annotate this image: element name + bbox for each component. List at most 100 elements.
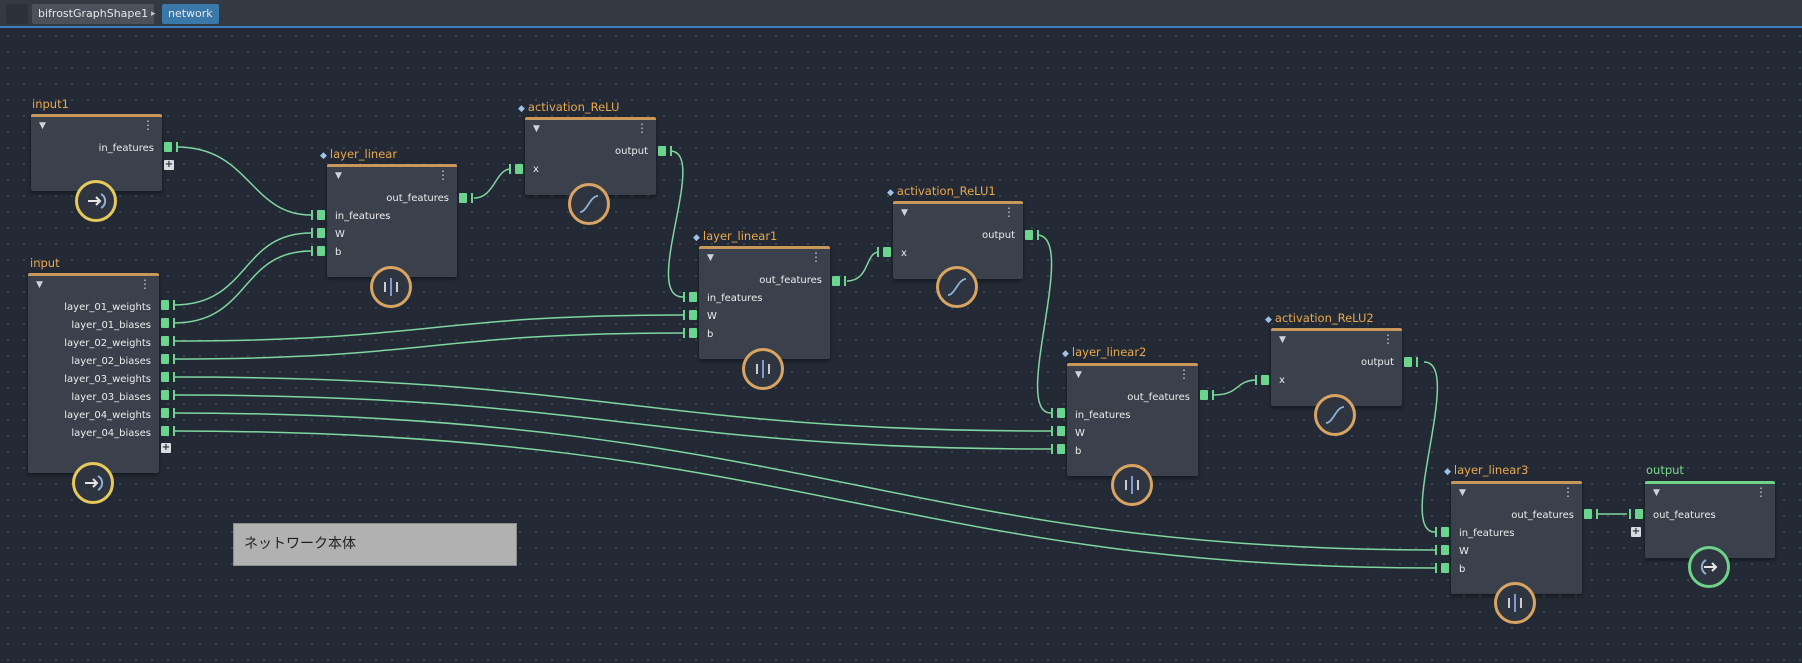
node-icon-activation_ReLU1 [936, 266, 978, 308]
output-port[interactable] [161, 336, 175, 346]
node-icon-layer_linear3 [1494, 582, 1536, 624]
port-label-in_features: in_features [1459, 528, 1515, 539]
port-label-out_features: out_features [386, 193, 449, 204]
collapse-triangle-icon[interactable]: ▼ [901, 208, 908, 218]
node-layer_linear2[interactable]: ▼ ⋮ out_features in_features W b [1067, 363, 1198, 476]
collapse-triangle-icon[interactable]: ▼ [533, 124, 540, 134]
kebab-menu-icon[interactable]: ⋮ [1382, 332, 1394, 346]
node-input1[interactable]: ▼ ⋮ in_features [31, 114, 162, 191]
breadcrumb-home-tab[interactable] [6, 4, 28, 24]
node-icon-layer_linear1 [742, 348, 784, 390]
input-port[interactable] [1435, 563, 1449, 573]
collapse-triangle-icon[interactable]: ▼ [335, 171, 342, 181]
node-layer_linear[interactable]: ▼ ⋮ out_features in_features W b [327, 164, 457, 277]
kebab-menu-icon[interactable]: ⋮ [437, 168, 449, 182]
breadcrumb-item-graph[interactable]: bifrostGraphShape1 [32, 4, 155, 24]
pin-icon: ◆ [1444, 467, 1451, 477]
node-title-text: layer_linear [329, 147, 398, 161]
input-port[interactable] [1051, 426, 1065, 436]
output-port-in_features[interactable] [164, 142, 178, 152]
bars-icon [1508, 594, 1522, 612]
output-port[interactable] [161, 426, 175, 436]
input-port[interactable] [1051, 408, 1065, 418]
port-label-layer_03_biases: layer_03_biases [71, 392, 151, 403]
input-port[interactable] [683, 328, 697, 338]
input-port[interactable] [509, 164, 523, 174]
arrow-right-icon [85, 475, 104, 491]
output-port[interactable] [161, 372, 175, 382]
node-input[interactable]: ▼ ⋮ layer_01_weights layer_01_biases lay… [28, 273, 159, 473]
kebab-menu-icon[interactable]: ⋮ [1178, 367, 1190, 381]
node-title-activation_ReLU: ◆activation_ReLU [518, 100, 619, 114]
port-label-layer_02_weights: layer_02_weights [64, 338, 151, 349]
output-port[interactable] [161, 318, 175, 328]
add-port-icon[interactable]: + [161, 442, 171, 453]
node-icon-input1 [75, 180, 117, 222]
kebab-menu-icon[interactable]: ⋮ [810, 250, 822, 264]
kebab-menu-icon[interactable]: ⋮ [1562, 485, 1574, 499]
input-port[interactable] [311, 246, 325, 256]
output-port[interactable] [658, 146, 672, 156]
kebab-menu-icon[interactable]: ⋮ [142, 118, 154, 132]
output-port[interactable] [161, 300, 175, 310]
node-activation_ReLU[interactable]: ▼ ⋮ output x [525, 117, 656, 195]
input-port[interactable] [683, 292, 697, 302]
output-port[interactable] [161, 354, 175, 364]
input-port[interactable] [311, 210, 325, 220]
collapse-triangle-icon[interactable]: ▼ [1459, 488, 1466, 498]
node-title-text: layer_linear3 [1453, 463, 1529, 477]
add-port-icon[interactable]: + [1631, 526, 1641, 537]
input-port[interactable] [311, 228, 325, 238]
output-port[interactable] [161, 390, 175, 400]
output-port[interactable] [1025, 230, 1039, 240]
output-port[interactable] [161, 408, 175, 418]
pin-icon: ◆ [320, 151, 327, 161]
comment-note[interactable]: ネットワーク本体 [233, 523, 517, 566]
port-label-x: x [901, 248, 907, 259]
node-title-layer_linear1: ◆layer_linear1 [693, 229, 777, 243]
node-title-text: activation_ReLU1 [896, 184, 996, 198]
output-port[interactable] [1200, 390, 1214, 400]
port-label-out_features: out_features [1127, 392, 1190, 403]
kebab-menu-icon[interactable]: ⋮ [139, 277, 151, 291]
port-label-b: b [1075, 446, 1082, 457]
pin-icon: ◆ [518, 104, 525, 114]
collapse-triangle-icon[interactable]: ▼ [1653, 488, 1660, 498]
port-label-W: W [1075, 428, 1085, 439]
kebab-menu-icon[interactable]: ⋮ [1755, 485, 1767, 499]
collapse-triangle-icon[interactable]: ▼ [1075, 370, 1082, 380]
node-layer_linear1[interactable]: ▼ ⋮ out_features in_features W b [699, 246, 830, 359]
output-port[interactable] [832, 276, 846, 286]
kebab-menu-icon[interactable]: ⋮ [636, 121, 648, 135]
bars-icon [1125, 476, 1139, 494]
collapse-triangle-icon[interactable]: ▼ [1279, 335, 1286, 345]
input-port[interactable] [683, 310, 697, 320]
collapse-triangle-icon[interactable]: ▼ [707, 253, 714, 263]
breadcrumb-item-network[interactable]: network [162, 4, 219, 24]
output-port[interactable] [459, 193, 473, 203]
node-title-text: layer_linear1 [702, 229, 778, 243]
input-port[interactable] [1435, 527, 1449, 537]
input-port[interactable] [1051, 444, 1065, 454]
port-label-layer_02_biases: layer_02_biases [71, 356, 151, 367]
add-port-icon[interactable]: + [164, 159, 174, 170]
node-icon-activation_ReLU [568, 183, 610, 225]
port-label-output: output [982, 230, 1015, 241]
node-title-input: input [30, 256, 60, 270]
node-activation_ReLU2[interactable]: ▼ ⋮ output x [1271, 328, 1402, 406]
kebab-menu-icon[interactable]: ⋮ [1003, 205, 1015, 219]
port-label-x: x [1279, 375, 1285, 386]
output-port[interactable] [1404, 357, 1418, 367]
input-port[interactable] [877, 247, 891, 257]
input-port[interactable] [1629, 509, 1643, 519]
node-title-activation_ReLU2: ◆activation_ReLU2 [1265, 311, 1374, 325]
collapse-triangle-icon[interactable]: ▼ [36, 280, 43, 290]
collapse-triangle-icon[interactable]: ▼ [39, 121, 46, 131]
port-label-output: output [615, 146, 648, 157]
input-port[interactable] [1435, 545, 1449, 555]
node-layer_linear3[interactable]: ▼ ⋮ out_features in_features W b [1451, 481, 1582, 594]
pin-icon: ◆ [693, 233, 700, 243]
node-output[interactable]: ▼ ⋮ out_features [1645, 481, 1775, 558]
input-port[interactable] [1255, 375, 1269, 385]
output-port[interactable] [1584, 509, 1598, 519]
